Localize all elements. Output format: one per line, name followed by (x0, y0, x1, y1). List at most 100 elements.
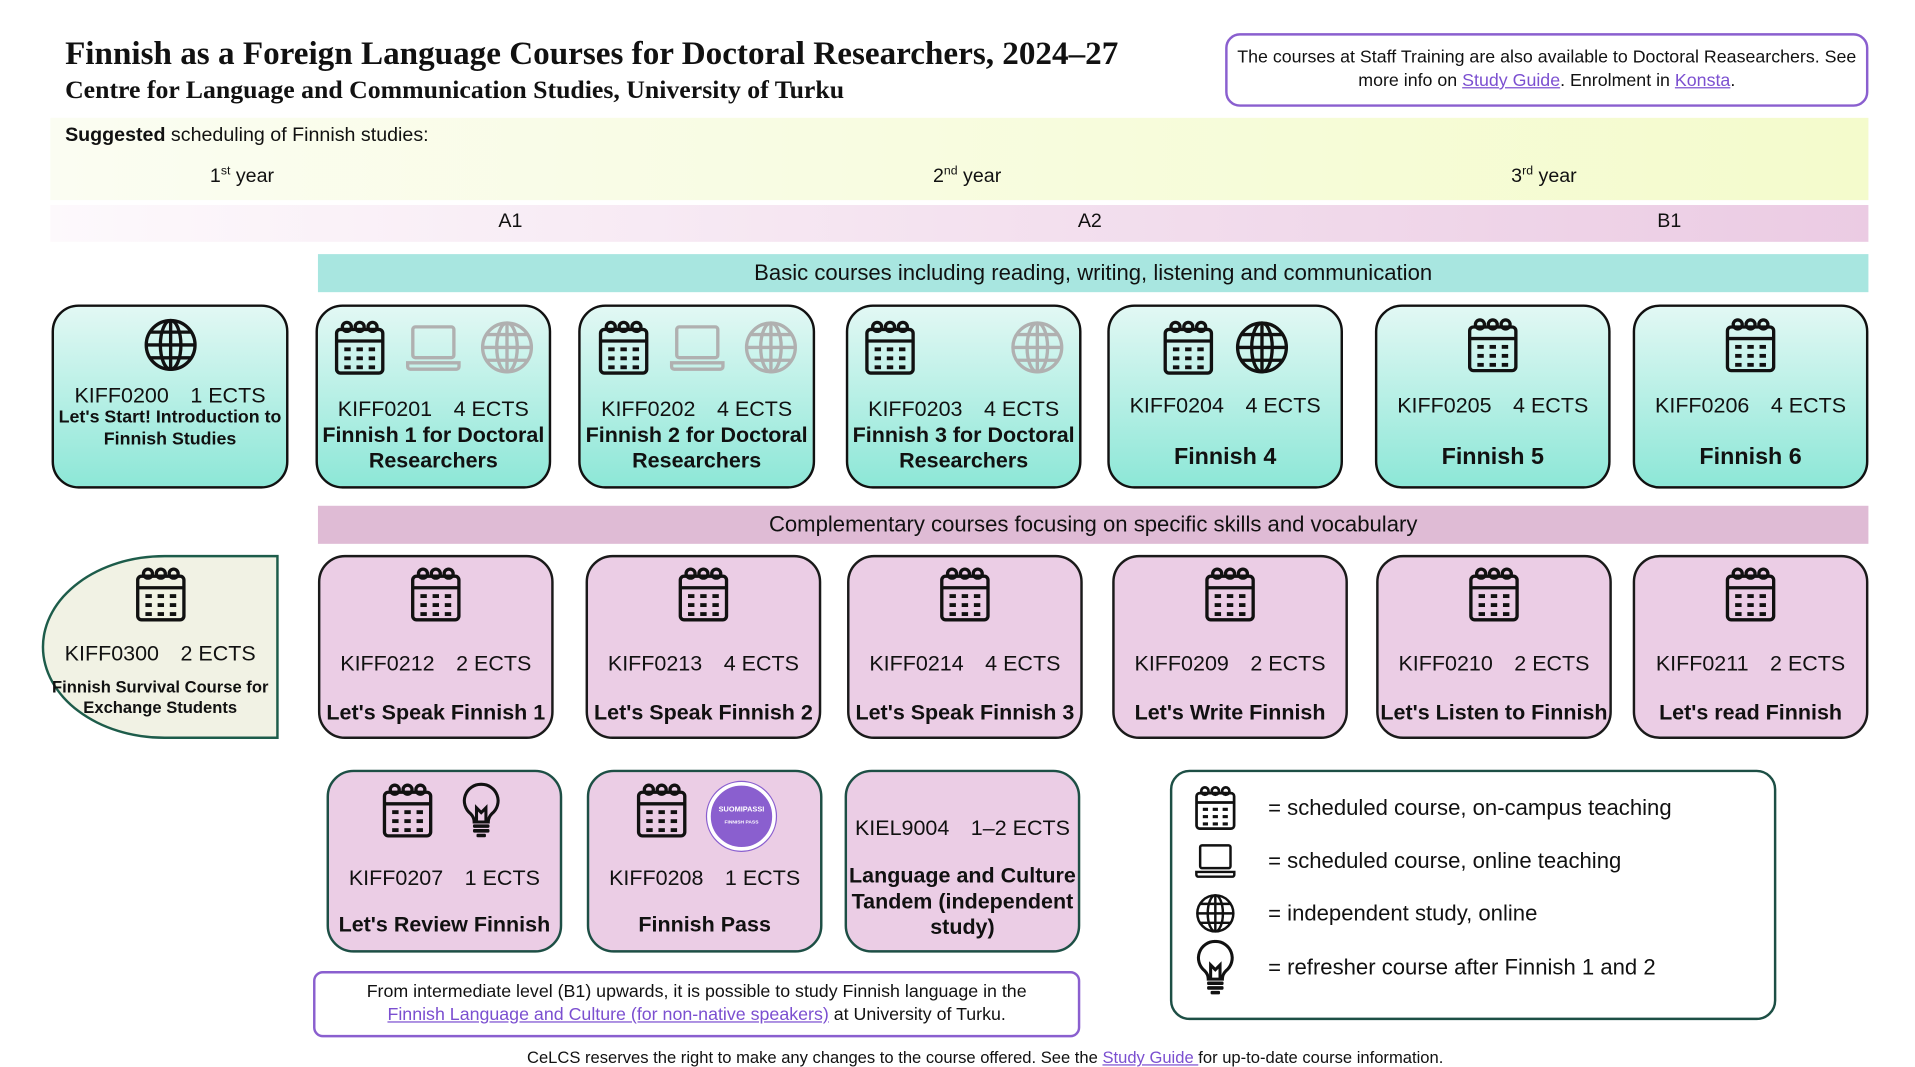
scheduling-label-rest: scheduling of Finnish studies: (165, 125, 429, 147)
course-name: Finnish 2 for Doctoral Researchers (585, 422, 808, 473)
course-name: Let's Speak Finnish 1 (326, 699, 546, 725)
lightbulb-icon (1194, 939, 1236, 995)
course-code: KIFF0300 (64, 640, 160, 666)
course-code: KIFF0213 (607, 650, 703, 676)
course-code: KIFF0208 (609, 865, 704, 891)
scheduling-label: Suggested scheduling of Finnish studies: (65, 125, 429, 147)
calendar-icon (379, 782, 435, 838)
course-code-ects: KIFF0213 4 ECTS (588, 651, 819, 677)
finnish-language-culture-link[interactable]: Finnish Language and Culture (for non-na… (387, 1005, 829, 1026)
calendar-icon (1160, 319, 1216, 375)
course-ects: 2 ECTS (1514, 650, 1590, 676)
course-code-ects: KIFF0300 2 ECTS (44, 641, 276, 667)
scheduling-label-bold: Suggested (65, 125, 166, 147)
globe-icon (742, 319, 798, 375)
course-ects: 2 ECTS (1770, 650, 1846, 676)
level-band (50, 205, 1869, 242)
globe-icon (1194, 890, 1236, 937)
course-ects: 4 ECTS (1770, 392, 1847, 418)
legend-item: = refresher course after Finnish 1 and 2 (1194, 939, 1656, 995)
footer-study-guide-link[interactable]: Study Guide (1102, 1048, 1199, 1067)
course-ects: 1 ECTS (190, 383, 266, 408)
laptop-icon (668, 319, 724, 375)
course-name: Finnish Pass (638, 912, 771, 937)
course-ects: 4 ECTS (985, 650, 1061, 676)
b1-note-box: From intermediate level (B1) upwards, it… (313, 971, 1081, 1038)
course-name: Let's Start! Introduction to Finnish Stu… (58, 407, 282, 449)
course-icons (848, 319, 1079, 375)
calendar-icon (1202, 566, 1258, 622)
course-name: Let's Write Finnish (1134, 699, 1326, 725)
legend-item: = independent study, online (1194, 890, 1537, 937)
legend-text: = scheduled course, on-campus teaching (1268, 794, 1672, 820)
course-code-ects: KIFF0202 4 ECTS (581, 397, 813, 423)
course-code-ects: KIFF0208 1 ECTS (589, 865, 820, 891)
legend-text: = refresher course after Finnish 1 and 2 (1268, 954, 1656, 980)
course-code-ects: KIFF0200 1 ECTS (54, 383, 286, 409)
basic-courses-header: Basic courses including reading, writing… (317, 254, 1869, 293)
calendar-icon (1465, 317, 1521, 373)
year-2-label: 2nd year (932, 164, 1002, 187)
legend-item: = scheduled course, online teaching (1194, 837, 1621, 884)
study-guide-link[interactable]: Study Guide (1462, 71, 1561, 91)
course-icons (1379, 566, 1610, 622)
note-text: at University of Turku. (828, 1005, 1006, 1026)
course-code: KIFF0210 (1398, 650, 1493, 676)
course-card-kiel9004: KIEL9004 1–2 ECTS Language and Culture Ta… (844, 769, 1081, 953)
course-code: KIFF0207 (348, 865, 444, 891)
calendar-icon (132, 566, 188, 622)
calendar-icon (1466, 566, 1522, 622)
course-ects: 4 ECTS (723, 650, 799, 676)
legend-text: = independent study, online (1268, 900, 1538, 925)
year-3-label: 3rd year (1511, 164, 1577, 187)
course-name: Let's Speak Finnish 2 (594, 699, 813, 725)
course-code: KIFF0211 (1655, 650, 1749, 676)
note-text: From intermediate level (B1) upwards, it… (366, 982, 1027, 1002)
globe-icon (1234, 319, 1290, 375)
course-name: Language and Culture Tandem (independent… (849, 863, 1076, 940)
course-code-ects: KIFF0204 4 ECTS (1110, 393, 1341, 419)
laptop-icon (405, 319, 461, 375)
course-code: KIFF0202 (601, 396, 696, 422)
calendar-icon (633, 782, 689, 838)
year-1-label: 1st year (209, 164, 275, 187)
footer-text: CeLCS reserves the right to make any cha… (526, 1048, 1103, 1067)
calendar-icon (331, 319, 387, 375)
calendar-icon (862, 319, 918, 375)
course-icons (1635, 566, 1866, 622)
course-icons (320, 566, 551, 622)
course-code-ects: KIEL9004 1–2 ECTS (847, 815, 1078, 841)
course-code-ects: KIFF0201 4 ECTS (318, 397, 549, 423)
complementary-courses-header: Complementary courses focusing on specif… (317, 505, 1869, 544)
course-name: Finnish 4 (1173, 444, 1277, 471)
course-name: Finnish 6 (1699, 444, 1802, 471)
course-name: Let's Review Finnish (338, 912, 551, 937)
course-code: KIFF0209 (1134, 650, 1229, 676)
course-ects: 4 ECTS (716, 396, 793, 422)
course-icons (581, 319, 813, 375)
course-ects: 4 ECTS (453, 396, 529, 422)
globe-icon (1009, 319, 1065, 375)
page-title: Finnish as a Foreign Language Courses fo… (65, 34, 1119, 72)
course-code: KIFF0212 (340, 650, 435, 676)
globe-icon (142, 317, 198, 373)
course-ects: 2 ECTS (456, 650, 532, 676)
course-icons (44, 566, 276, 622)
course-ects: 4 ECTS (983, 396, 1060, 422)
calendar-icon (1194, 784, 1236, 831)
konsta-link[interactable]: Konsta (1674, 71, 1731, 91)
course-icons (318, 319, 549, 375)
course-name: Finnish 3 for Doctoral Researchers (852, 422, 1075, 473)
course-card-kiff0212: KIFF0212 2 ECTS Let's Speak Finnish 1 (317, 554, 554, 740)
course-code-ects: KIFF0212 2 ECTS (320, 651, 551, 677)
